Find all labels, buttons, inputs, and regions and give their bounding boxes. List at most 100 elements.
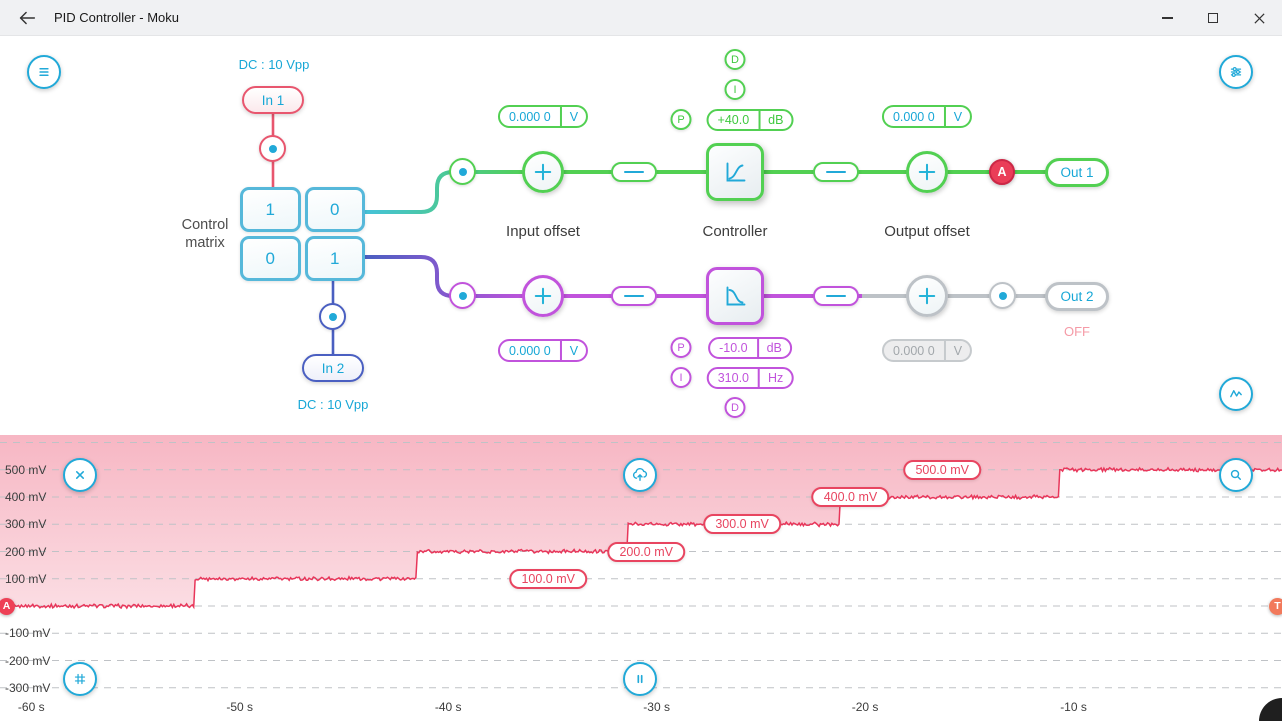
ch1-input-offset-unit: V [559, 107, 586, 126]
ch2-controller-block[interactable] [706, 267, 764, 325]
x-axis-tick-label: -60 s [17, 700, 45, 714]
ch1-section-toggle-2[interactable] [813, 162, 859, 182]
pause-button[interactable] [623, 662, 657, 696]
window-title: PID Controller - Moku [54, 10, 179, 25]
minimize-icon [1161, 17, 1173, 19]
close-button[interactable] [1236, 0, 1282, 36]
ch2-output-probe-node[interactable] [989, 282, 1016, 309]
level-annotation[interactable]: 500.0 mV [903, 459, 981, 480]
ch2-p-gain-value[interactable]: -10.0 dB [708, 337, 792, 359]
grid-icon [74, 673, 86, 685]
ch2-input-offset-adder[interactable] [522, 275, 564, 317]
ch2-pid-p-toggle[interactable]: P [670, 337, 692, 358]
y-axis-tick-label: -200 mV [5, 653, 51, 668]
back-button[interactable] [0, 0, 54, 36]
input-1-pill[interactable]: In 1 [242, 86, 304, 114]
cloud-upload-icon [632, 467, 648, 481]
control-matrix-label: Control matrix [181, 217, 229, 251]
y-axis-tick-label: -300 mV [5, 680, 51, 695]
ch2-output-offset-number: 0.000 0 [892, 343, 935, 358]
output-1-pill[interactable]: Out 1 [1045, 158, 1109, 187]
ch2-controller-response-icon [726, 286, 746, 306]
level-annotation[interactable]: 200.0 mV [607, 541, 685, 562]
x-axis-tick-label: -30 s [643, 700, 670, 714]
ch1-p-gain-unit: dB [758, 111, 791, 129]
ch1-pid-d-toggle[interactable]: D [724, 49, 746, 70]
ch2-input-offset-unit: V [559, 341, 586, 360]
ch2-output-offset-value[interactable]: 0.000 0 V [881, 339, 973, 362]
ch2-output-offset-unit: V [943, 341, 970, 360]
control-matrix: 1 0 0 1 [240, 187, 365, 281]
back-arrow-icon [19, 11, 36, 24]
corner-handle[interactable] [1259, 698, 1282, 721]
y-axis-tick-label: 100 mV [5, 571, 47, 586]
maximize-button[interactable] [1190, 0, 1236, 36]
trigger-marker[interactable]: T [1269, 597, 1282, 615]
pause-icon [637, 674, 643, 684]
ch2-section-toggle-2[interactable] [813, 286, 859, 306]
menu-icon [39, 67, 49, 77]
probe-a-badge[interactable]: A [989, 159, 1015, 185]
ch1-section-toggle-1[interactable] [611, 162, 657, 182]
level-annotation[interactable]: 100.0 mV [509, 568, 587, 589]
ch1-input-offset-adder[interactable] [522, 151, 564, 193]
ch2-section-toggle-1[interactable] [611, 286, 657, 306]
controller-column-label: Controller [702, 223, 768, 240]
ch2-input-offset-number: 0.000 0 [508, 343, 551, 358]
signal-wires [271, 114, 1046, 354]
matrix-cell-12[interactable]: 0 [304, 187, 365, 232]
ch1-output-offset-adder[interactable] [906, 151, 948, 193]
window-controls [1144, 0, 1282, 36]
ch2-pid-d-toggle[interactable]: D [724, 397, 746, 418]
ch1-output-offset-value[interactable]: 0.000 0 V [881, 105, 973, 128]
grid-settings-button[interactable] [63, 662, 97, 696]
x-axis-tick-label: -50 s [226, 700, 254, 714]
probe-a-marker[interactable]: A [0, 597, 15, 615]
level-annotation[interactable]: 300.0 mV [703, 514, 781, 535]
ch1-input-offset-number: 0.000 0 [508, 109, 551, 124]
plus-icon [534, 163, 552, 181]
maximize-icon [1208, 13, 1218, 23]
ch2-i-crossover-value[interactable]: 310.0 Hz [706, 367, 794, 389]
ch1-probe-node[interactable] [449, 158, 476, 185]
matrix-cell-22[interactable]: 1 [304, 236, 365, 281]
zoom-button[interactable] [1219, 458, 1253, 492]
ch2-input-offset-value[interactable]: 0.000 0 V [497, 339, 589, 362]
matrix-cell-21[interactable]: 0 [240, 236, 301, 281]
ch1-p-gain-value[interactable]: +40.0 dB [706, 109, 794, 131]
x-axis-tick-label: -20 s [851, 700, 879, 714]
close-plot-button[interactable] [63, 458, 97, 492]
y-axis-tick-label: 500 mV [5, 462, 47, 477]
ch2-probe-node[interactable] [449, 282, 476, 309]
close-x-icon [75, 470, 85, 480]
output-2-status: OFF [1064, 324, 1090, 339]
waveform-monitor-button[interactable] [1219, 377, 1253, 411]
matrix-cell-11[interactable]: 1 [240, 187, 301, 232]
main-menu-button[interactable] [27, 55, 61, 89]
plus-icon [918, 287, 936, 305]
ch2-i-crossover-number: 310.0 [717, 371, 749, 385]
in2-source-label: DC : 10 Vpp [297, 397, 369, 412]
ch2-pid-i-toggle[interactable]: I [670, 367, 692, 388]
ch2-output-offset-adder[interactable] [906, 275, 948, 317]
in2-probe-node[interactable] [319, 303, 346, 330]
output-2-pill[interactable]: Out 2 [1045, 282, 1109, 311]
waveform-icon [1230, 390, 1242, 398]
in1-probe-node[interactable] [259, 135, 286, 162]
ch1-pid-i-toggle[interactable]: I [724, 79, 746, 100]
close-icon [1253, 12, 1265, 24]
ch1-controller-block[interactable] [706, 143, 764, 201]
ch2-p-gain-number: -10.0 [719, 341, 748, 355]
settings-sliders-icon [1230, 66, 1242, 78]
cloud-upload-button[interactable] [623, 458, 657, 492]
ch1-pid-p-toggle[interactable]: P [670, 109, 692, 130]
plus-icon [918, 163, 936, 181]
input-2-pill[interactable]: In 2 [302, 354, 364, 382]
instrument-settings-button[interactable] [1219, 55, 1253, 89]
y-axis-tick-label: -100 mV [5, 626, 51, 641]
ch1-input-offset-value[interactable]: 0.000 0 V [497, 105, 589, 128]
minimize-button[interactable] [1144, 0, 1190, 36]
input-offset-column-label: Input offset [506, 223, 580, 240]
level-annotation[interactable]: 400.0 mV [811, 487, 890, 507]
